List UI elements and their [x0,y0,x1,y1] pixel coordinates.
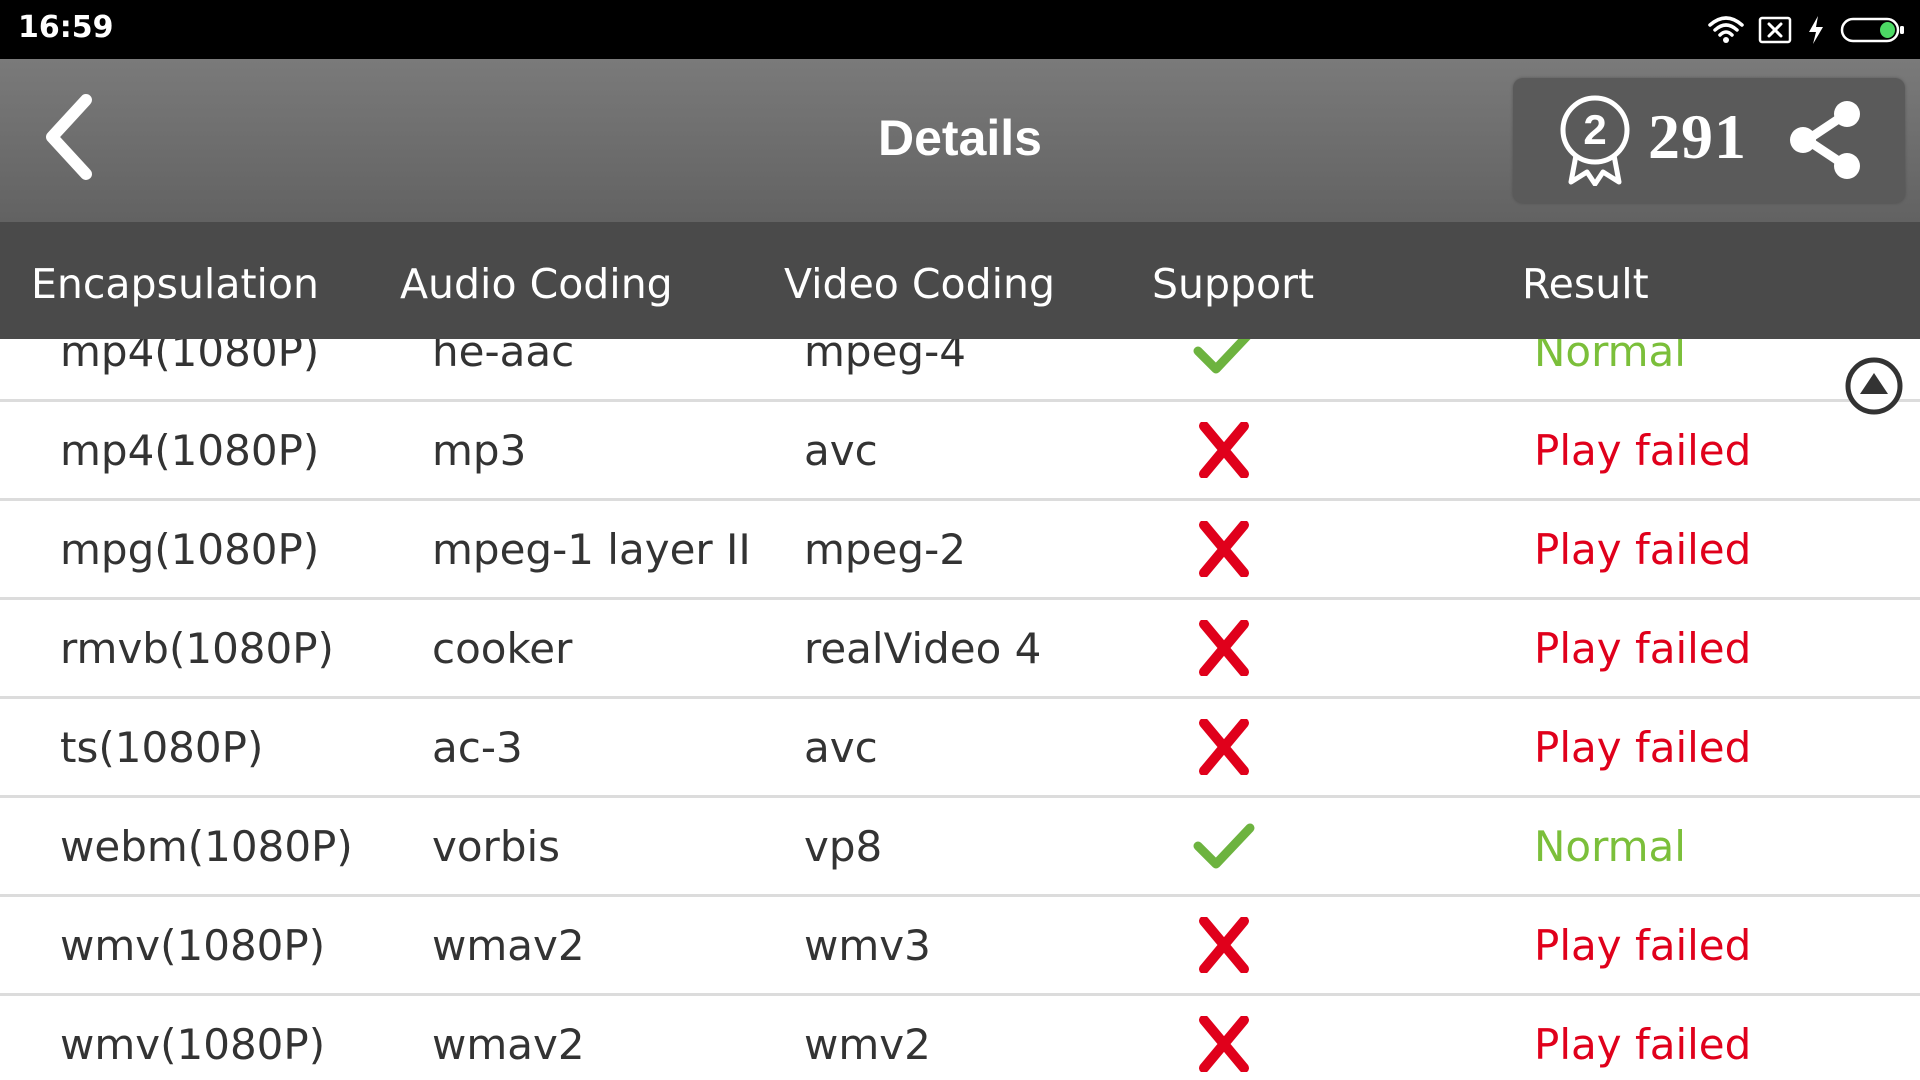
chevron-left-icon [40,92,100,187]
column-header-encapsulation: Encapsulation [31,260,319,308]
cross-icon [1192,916,1256,974]
cell-result: Play failed [1534,525,1752,574]
cell-video-coding: wmv2 [804,1020,931,1069]
table-row[interactable]: mp4(1080P) mp3 avc Play failed [0,402,1920,501]
table-rows: mp4(1080P) he-aac mpeg-4 Normal mp4(1080… [0,339,1920,1080]
table-row[interactable]: rmvb(1080P) cooker realVideo 4 Play fail… [0,600,1920,699]
cell-video-coding: mpeg-2 [804,525,966,574]
app-bar: Details 2 291 [0,59,1920,222]
cross-icon [1192,421,1256,479]
cell-video-coding: mpeg-4 [804,339,966,376]
cell-result: Normal [1534,339,1686,376]
cell-result: Play failed [1534,1020,1752,1069]
column-header-result: Result [1522,260,1649,308]
back-button[interactable] [30,89,110,189]
column-header-audio-coding: Audio Coding [400,260,673,308]
cell-encapsulation: webm(1080P) [60,822,353,871]
cell-result: Normal [1534,822,1686,871]
check-icon [1192,818,1256,874]
cross-icon [1192,520,1256,578]
cell-encapsulation: ts(1080P) [60,723,264,772]
cell-result: Play failed [1534,426,1752,475]
cell-result: Play failed [1534,723,1752,772]
cell-video-coding: vp8 [804,822,883,871]
status-time: 16:59 [18,10,114,45]
cell-result: Play failed [1534,921,1752,970]
sim-off-icon [1758,15,1792,45]
score-value: 291 [1648,101,1747,172]
badge-number: 2 [1583,106,1606,153]
wifi-icon [1708,15,1744,45]
table-row[interactable]: wmv(1080P) wmav2 wmv2 Play failed [0,996,1920,1080]
cross-icon [1192,619,1256,677]
cell-audio-coding: cooker [432,624,573,673]
share-button[interactable] [1785,98,1875,184]
cell-video-coding: realVideo 4 [804,624,1042,673]
table-header: Encapsulation Audio Coding Video Coding … [0,222,1920,339]
cell-result: Play failed [1534,624,1752,673]
award-badge-icon: 2 [1557,94,1633,187]
cell-video-coding: avc [804,723,878,772]
cell-audio-coding: wmav2 [432,921,585,970]
check-icon [1192,339,1256,379]
cell-audio-coding: mp3 [432,426,527,475]
cell-encapsulation: rmvb(1080P) [60,624,334,673]
charging-bolt-icon [1806,15,1826,45]
cell-audio-coding: mpeg-1 layer II [432,525,751,574]
table-row[interactable]: ts(1080P) ac-3 avc Play failed [0,699,1920,798]
table-row[interactable]: wmv(1080P) wmav2 wmv3 Play failed [0,897,1920,996]
cross-icon [1192,1015,1256,1073]
table-row[interactable]: mp4(1080P) he-aac mpeg-4 Normal [0,339,1920,402]
status-icons [1708,10,1906,50]
column-header-video-coding: Video Coding [784,260,1056,308]
score-panel: 2 291 [1513,78,1905,203]
cell-audio-coding: wmav2 [432,1020,585,1069]
cell-audio-coding: he-aac [432,339,575,376]
table-row[interactable]: webm(1080P) vorbis vp8 Normal [0,798,1920,897]
column-header-support: Support [1152,260,1315,308]
page-title: Details [878,110,1042,166]
cell-video-coding: avc [804,426,878,475]
battery-icon [1840,15,1906,45]
cell-encapsulation: mpg(1080P) [60,525,320,574]
cell-audio-coding: vorbis [432,822,561,871]
cell-encapsulation: mp4(1080P) [60,339,320,376]
share-icon [1785,101,1875,188]
cross-icon [1192,718,1256,776]
cell-encapsulation: wmv(1080P) [60,1020,326,1069]
cell-video-coding: wmv3 [804,921,931,970]
table-row[interactable]: mpg(1080P) mpeg-1 layer II mpeg-2 Play f… [0,501,1920,600]
cell-audio-coding: ac-3 [432,723,523,772]
scroll-to-top-icon [1844,357,1904,420]
results-table[interactable]: mp4(1080P) he-aac mpeg-4 Normal mp4(1080… [0,339,1920,1080]
cell-encapsulation: mp4(1080P) [60,426,320,475]
status-bar: 16:59 [0,0,1920,59]
cell-encapsulation: wmv(1080P) [60,921,326,970]
scroll-to-top-button[interactable] [1844,356,1904,416]
